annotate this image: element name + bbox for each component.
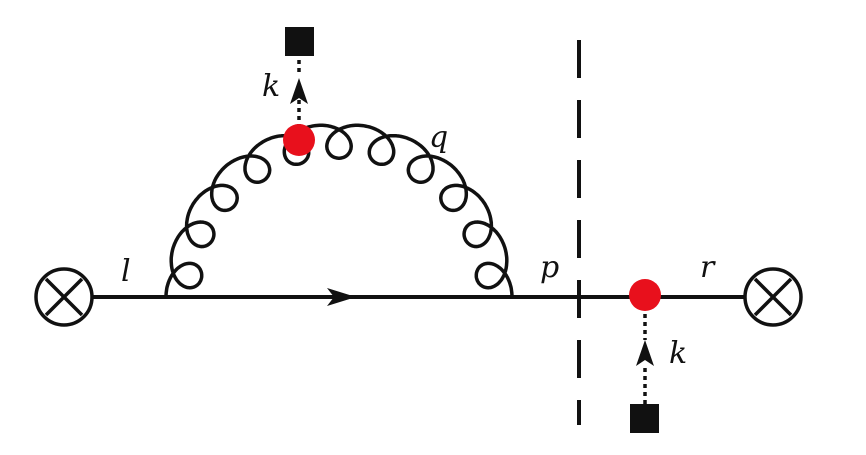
label-q: q — [429, 120, 448, 155]
label-k-bottom: k — [669, 336, 687, 371]
label-k-top: k — [262, 69, 280, 104]
up-arrow-icon — [636, 340, 654, 366]
source-square-top — [285, 27, 314, 56]
gluon-line — [164, 123, 514, 298]
label-l: l — [121, 254, 131, 289]
label-p: p — [540, 250, 559, 285]
bottom-source-insertion — [630, 306, 659, 433]
source-square-bottom — [630, 404, 659, 433]
vertex-top — [283, 124, 315, 156]
up-arrow-icon — [290, 78, 308, 104]
top-source-insertion — [285, 27, 314, 128]
label-r: r — [700, 250, 716, 285]
left-external-vertex — [34, 267, 94, 327]
fermion-arrow-icon — [327, 288, 356, 306]
vertex-bottom — [629, 279, 661, 311]
right-external-vertex — [743, 267, 803, 327]
